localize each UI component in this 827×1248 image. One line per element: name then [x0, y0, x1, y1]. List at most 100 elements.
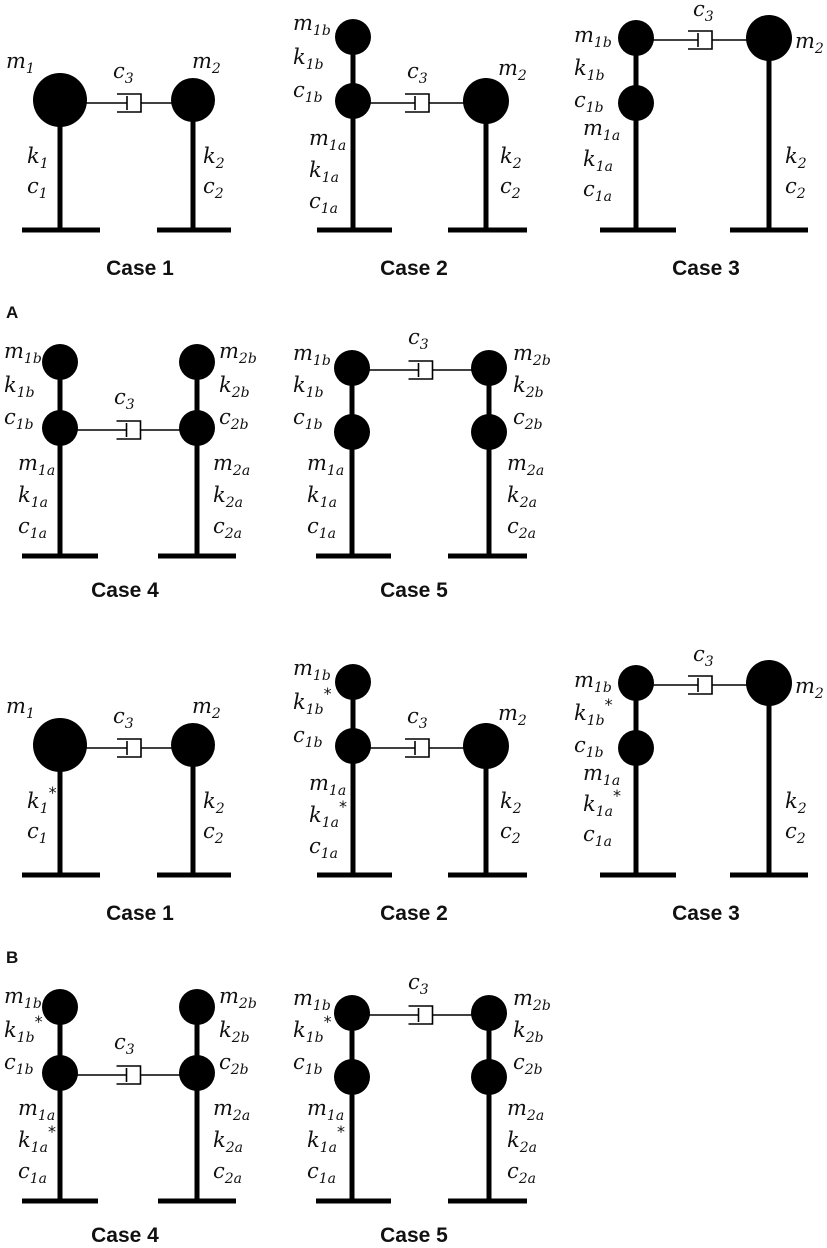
symbol: m — [4, 984, 24, 1008]
viscous-damper: c3 — [367, 704, 467, 758]
mass-label: m2 — [192, 694, 221, 722]
panel-label-a: A — [6, 303, 18, 322]
symbol: c — [293, 405, 305, 429]
symbol: m — [507, 451, 527, 475]
symbol: m — [498, 701, 518, 725]
subscript: 3 — [419, 71, 428, 87]
parameter-label: k1b — [293, 373, 324, 401]
upper-mass — [618, 665, 654, 701]
subscript: 1 — [40, 801, 49, 817]
subscript: 1a — [595, 189, 612, 205]
symbol: k — [500, 789, 513, 813]
subscript: 1b — [24, 351, 42, 367]
subscript: 1a — [320, 495, 337, 511]
parameter-label: c1b — [293, 1050, 323, 1078]
damper-label: c3 — [407, 59, 428, 87]
parameter-label: m2a — [507, 1096, 544, 1124]
parameter-label: c1a — [583, 177, 612, 205]
upper-mass — [334, 995, 370, 1031]
mass-label: m2 — [795, 674, 824, 702]
lower-mass — [335, 728, 371, 764]
symbol: m — [192, 49, 212, 73]
subscript: 2 — [814, 41, 824, 57]
parameter-label: k1a* — [309, 797, 347, 831]
panel-b-case-4: m1bk1b*c1bm1ak1a*c1am2bk2bc2bm2ak2ac2ac3… — [4, 984, 257, 1247]
subscript: 2a — [224, 526, 242, 542]
symbol: c — [500, 174, 512, 198]
subscript: 2 — [517, 713, 527, 729]
case-caption: Case 1 — [106, 257, 174, 280]
parameter-label: c1a — [307, 1159, 336, 1187]
upper-mass — [618, 20, 654, 56]
mass-label: m1 — [6, 49, 35, 77]
parameter-label: c2 — [203, 819, 224, 847]
symbol: k — [4, 373, 17, 397]
case-caption: Case 2 — [380, 902, 448, 925]
lower-mass — [335, 83, 371, 119]
parameter-label: c1a — [18, 514, 47, 542]
subscript: 2 — [511, 186, 521, 202]
subscript: 1b — [305, 417, 323, 433]
subscript: 2b — [525, 385, 544, 401]
symbol: m — [192, 694, 212, 718]
parameter-label: m1b — [4, 339, 42, 367]
symbol: k — [213, 483, 226, 507]
subscript: 1b — [306, 385, 324, 401]
lower-mass — [42, 1055, 78, 1091]
symbol: c — [213, 1159, 225, 1183]
subscript: 2 — [215, 801, 225, 817]
subscript: 2b — [238, 351, 257, 367]
symbol: c — [693, 0, 705, 21]
case-caption: Case 1 — [106, 902, 174, 925]
subscript: 2a — [519, 1140, 537, 1156]
parameter-label: c1a — [18, 1159, 47, 1187]
symbol: m — [18, 451, 38, 475]
symbol: k — [293, 1018, 306, 1042]
subscript: 1a — [329, 783, 346, 799]
parameter-label: c2a — [507, 514, 536, 542]
parameter-label: k2b — [513, 373, 544, 401]
subscript: 1a — [329, 138, 346, 154]
subscript: 3 — [705, 654, 714, 670]
symbol: c — [574, 88, 586, 112]
parameter-label: k1a* — [18, 1122, 56, 1156]
subscript: 1a — [321, 846, 338, 862]
symbol: c — [203, 819, 215, 843]
subscript: 1b — [313, 998, 331, 1014]
symbol: m — [309, 126, 329, 150]
upper-mass — [179, 989, 215, 1025]
symbol: k — [27, 789, 40, 813]
subscript: 2b — [532, 998, 551, 1014]
symbol: k — [293, 690, 306, 714]
parameter-label: c1b — [4, 1050, 34, 1078]
damper-label: c3 — [114, 385, 135, 413]
parameter-label: m1a — [18, 451, 55, 479]
symbol: m — [213, 1096, 233, 1120]
symbol: m — [507, 1096, 527, 1120]
upper-mass — [335, 664, 371, 700]
subscript: 3 — [126, 397, 135, 413]
parameter-label: m1b — [574, 668, 612, 696]
symbol: c — [4, 405, 16, 429]
viscous-damper: c3 — [74, 385, 183, 440]
symbol: m — [6, 694, 26, 718]
symbol: k — [307, 483, 320, 507]
upper-mass — [42, 344, 78, 380]
symbol: k — [293, 373, 306, 397]
subscript: 1a — [319, 526, 336, 542]
subscript: 1a — [30, 1171, 47, 1187]
subscript: 1a — [596, 159, 613, 175]
case-caption: Case 4 — [91, 1224, 159, 1247]
symbol: c — [309, 189, 321, 213]
symbol: c — [407, 704, 419, 728]
parameter-label: c1a — [307, 514, 336, 542]
parameter-label: c1a — [309, 834, 338, 862]
parameter-label: m1b — [4, 984, 42, 1012]
parameter-label: k1b — [574, 56, 605, 84]
